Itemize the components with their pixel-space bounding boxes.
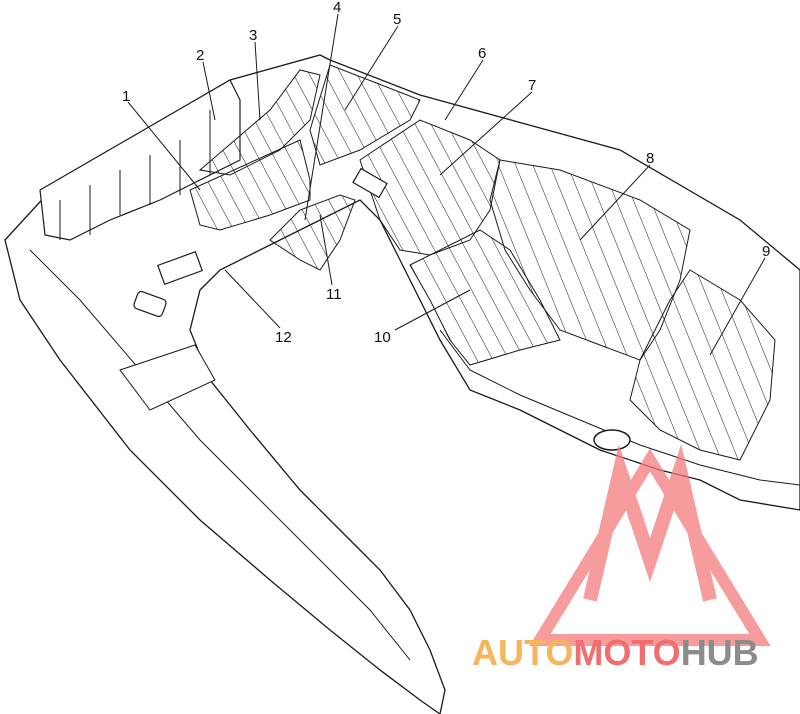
part-label-10: 10: [374, 329, 391, 346]
part-label-3: 3: [249, 27, 257, 44]
watermark-part-moto: MOTO: [573, 632, 680, 673]
logo-m-mark-icon: [583, 444, 717, 602]
floor-reinforcement: [119, 344, 216, 411]
mount-bracket-center: [157, 250, 203, 286]
pad-10: [409, 229, 561, 366]
tunnel-pad: [189, 139, 311, 231]
leader-lines: [127, 13, 766, 356]
part-label-6: 6: [478, 45, 486, 62]
rear-plug: [593, 429, 631, 451]
part-label-4: 4: [333, 0, 341, 16]
pad-9: [629, 269, 776, 461]
latch-part: [352, 167, 388, 199]
console-divider: [59, 110, 211, 240]
watermark-logo: [529, 444, 771, 646]
part-label-1: 1: [122, 88, 130, 105]
part-label-7: 7: [528, 77, 536, 94]
floor-inner-contour: [29, 249, 411, 661]
pad-7: [359, 119, 501, 256]
part-label-9: 9: [762, 243, 770, 260]
part-label-8: 8: [646, 150, 654, 167]
watermark-part-auto: AUTO: [472, 632, 573, 673]
mount-bracket-left: [133, 290, 167, 318]
watermark-text: AUTOMOTOHUB: [472, 632, 759, 673]
part-label-11: 11: [326, 286, 342, 303]
part-label-2: 2: [196, 47, 204, 64]
watermark-part-hub: HUB: [681, 632, 759, 673]
part-label-12: 12: [275, 329, 292, 346]
part-label-5: 5: [393, 11, 401, 28]
